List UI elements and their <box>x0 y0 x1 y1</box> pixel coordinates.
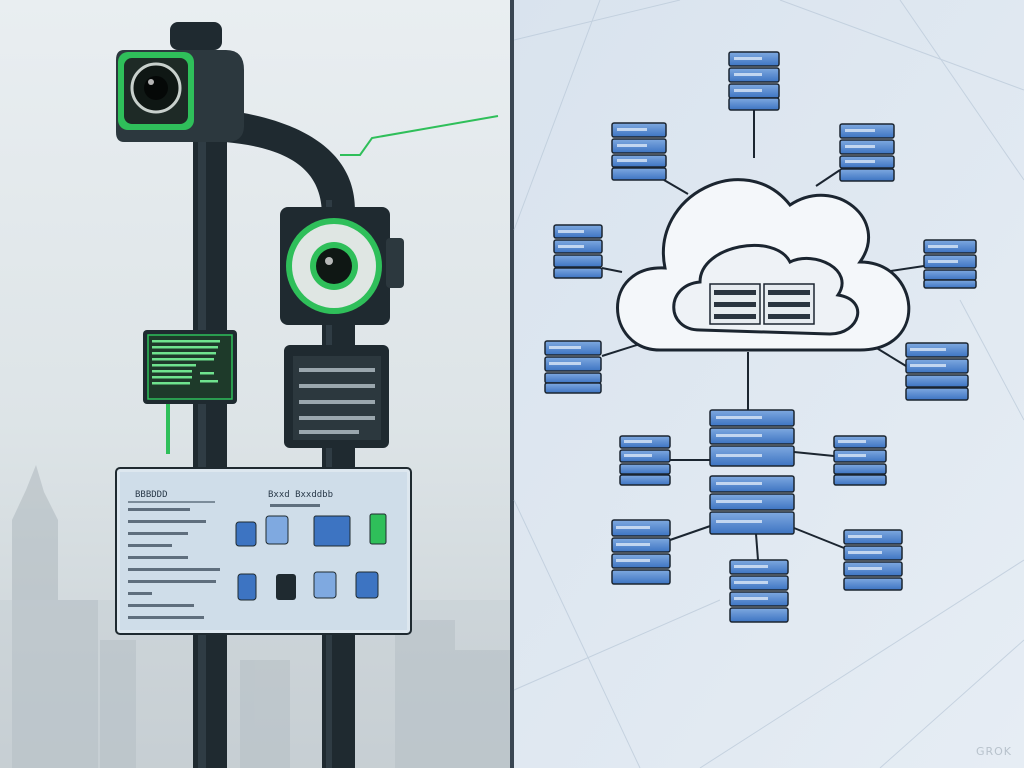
panel-divider <box>510 0 514 768</box>
sign-header-text: Bxxd Bxxddbb <box>268 490 333 500</box>
server-rack-details <box>549 57 958 600</box>
network-background-lines <box>513 0 1024 768</box>
right-panel <box>513 0 1024 768</box>
server-racks <box>544 51 977 623</box>
server-rack-lower-left <box>619 435 671 486</box>
sensor-vent-box <box>284 345 389 448</box>
camera-lens-sensor <box>280 207 404 325</box>
server-rack-bottom-left <box>611 519 671 585</box>
green-display-screen <box>143 330 237 454</box>
grok-watermark: GROK <box>975 745 1012 758</box>
server-rack-top <box>728 51 780 111</box>
foggy-skyline <box>12 465 512 768</box>
server-rack-upper-right <box>839 123 895 182</box>
info-sign-board: BBBDDD Bxxd Bxxddbb <box>115 467 412 635</box>
server-rack-right <box>923 239 977 289</box>
sign-icon-grid <box>235 513 387 601</box>
server-rack-upper-left <box>611 122 667 181</box>
left-panel: BBBDDD Bxxd Bxxddbb <box>0 0 512 768</box>
server-rack-mid-right <box>905 342 969 401</box>
cctv-camera-top <box>116 22 244 142</box>
server-rack-lower-right <box>833 435 887 486</box>
sign-title: BBBDDD <box>135 490 168 500</box>
signal-wire <box>340 115 499 156</box>
cloud-icon <box>616 178 911 352</box>
server-rack-bottom-right <box>843 529 903 591</box>
